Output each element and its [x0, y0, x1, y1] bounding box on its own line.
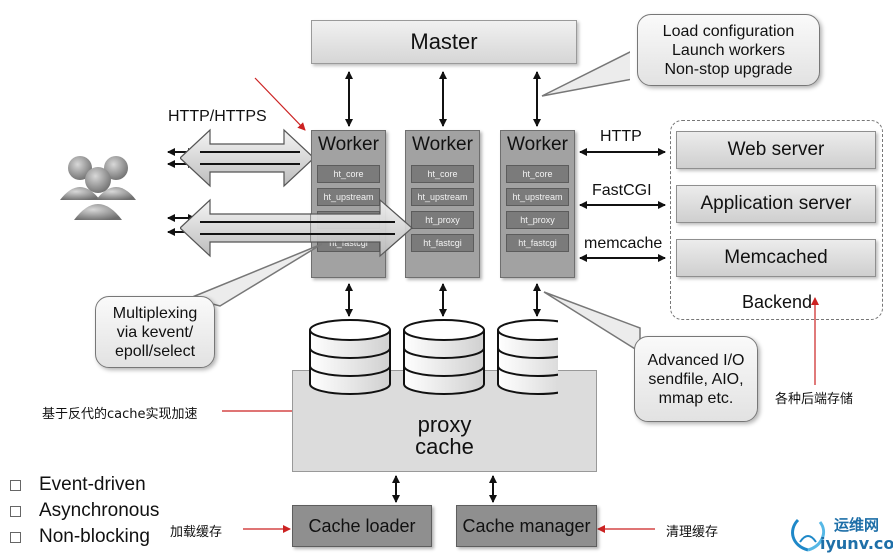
users-icon — [60, 156, 136, 220]
watermark-logo-icon — [791, 518, 825, 552]
fastcgi-label: FastCGI — [592, 182, 652, 199]
client-protocol-label: HTTP/HTTPS — [168, 108, 267, 125]
io-callout-line-2: sendfile, AIO, — [648, 370, 744, 388]
module-ht-fastcgi: ht_fastcgi — [411, 234, 474, 252]
multiplex-callout-line-3: epoll/select — [114, 342, 196, 360]
feature-non-blocking: Non-blocking — [10, 526, 150, 548]
worker-title: Worker — [507, 134, 568, 155]
module-ht-core: ht_core — [411, 165, 474, 183]
web-server-box: Web server — [676, 131, 876, 169]
worker-title: Worker — [412, 134, 473, 155]
feature-label: Event-driven — [39, 474, 146, 495]
proxy-cache-line-1: proxy — [417, 412, 472, 437]
feature-label: Asynchronous — [39, 500, 160, 521]
memcached-box: Memcached — [676, 239, 876, 277]
fat-arrow-top — [180, 128, 315, 188]
watermark-cn: 运维网 — [834, 516, 880, 534]
worker-2: Worker ht_core ht_upstream ht_proxy ht_f… — [405, 130, 480, 278]
cache-loader-annotation: 加载缓存 — [170, 525, 223, 540]
module-ht-upstream: ht_upstream — [317, 188, 380, 206]
watermark-url: iyunv.com — [820, 534, 893, 553]
worker-title: Worker — [318, 134, 379, 155]
module-ht-core: ht_core — [506, 165, 569, 183]
proxy-cache-line-2: cache — [415, 434, 474, 459]
module-ht-proxy: ht_proxy — [411, 211, 474, 229]
feature-event-driven: Event-driven — [10, 474, 146, 496]
backend-group — [670, 120, 883, 320]
proxy-cache-annotation: 基于反代的cache实现加速 — [42, 407, 198, 422]
disk-icon — [403, 319, 485, 395]
multiplex-callout-line-2: via kevent/ — [116, 323, 194, 341]
module-ht-upstream: ht_upstream — [411, 188, 474, 206]
bullet-square-icon — [10, 479, 21, 491]
http-label: HTTP — [600, 128, 642, 145]
bullet-square-icon — [10, 505, 21, 517]
application-server-box: Application server — [676, 185, 876, 223]
disk-icon — [309, 319, 391, 395]
io-callout-line-1: Advanced I/O — [647, 351, 745, 369]
cache-loader-box: Cache loader — [292, 505, 432, 547]
backend-annotation: 各种后端存储 — [775, 392, 854, 407]
module-ht-fastcgi: ht_fastcgi — [506, 234, 569, 252]
module-ht-upstream: ht_upstream — [506, 188, 569, 206]
cache-manager-annotation: 清理缓存 — [666, 525, 719, 540]
feature-asynchronous: Asynchronous — [10, 500, 159, 522]
master-callout-tail — [541, 51, 630, 97]
red-arrow-client — [254, 77, 306, 131]
multiplex-callout: Multiplexing via kevent/ epoll/select — [95, 296, 215, 368]
master-callout-line-3: Non-stop upgrade — [664, 60, 793, 78]
io-callout-line-3: mmap etc. — [658, 389, 734, 407]
master-callout-line-2: Launch workers — [672, 41, 785, 59]
backend-label: Backend — [742, 292, 813, 312]
memcache-label: memcache — [584, 235, 663, 252]
module-ht-core: ht_core — [317, 165, 380, 183]
disk-icon — [497, 319, 558, 395]
multiplex-callout-line-1: Multiplexing — [112, 304, 198, 322]
bullet-square-icon — [10, 531, 21, 543]
cache-disks — [309, 319, 558, 395]
master-box: Master — [311, 20, 577, 64]
advanced-io-callout: Advanced I/O sendfile, AIO, mmap etc. — [634, 336, 758, 422]
cache-manager-box: Cache manager — [456, 505, 597, 547]
feature-label: Non-blocking — [39, 526, 150, 547]
module-ht-proxy: ht_proxy — [506, 211, 569, 229]
multiplex-arrow-overlap — [310, 198, 413, 258]
master-callout: Load configuration Launch workers Non-st… — [637, 14, 820, 86]
master-callout-line-1: Load configuration — [662, 22, 795, 40]
worker-3: Worker ht_core ht_upstream ht_proxy ht_f… — [500, 130, 575, 278]
